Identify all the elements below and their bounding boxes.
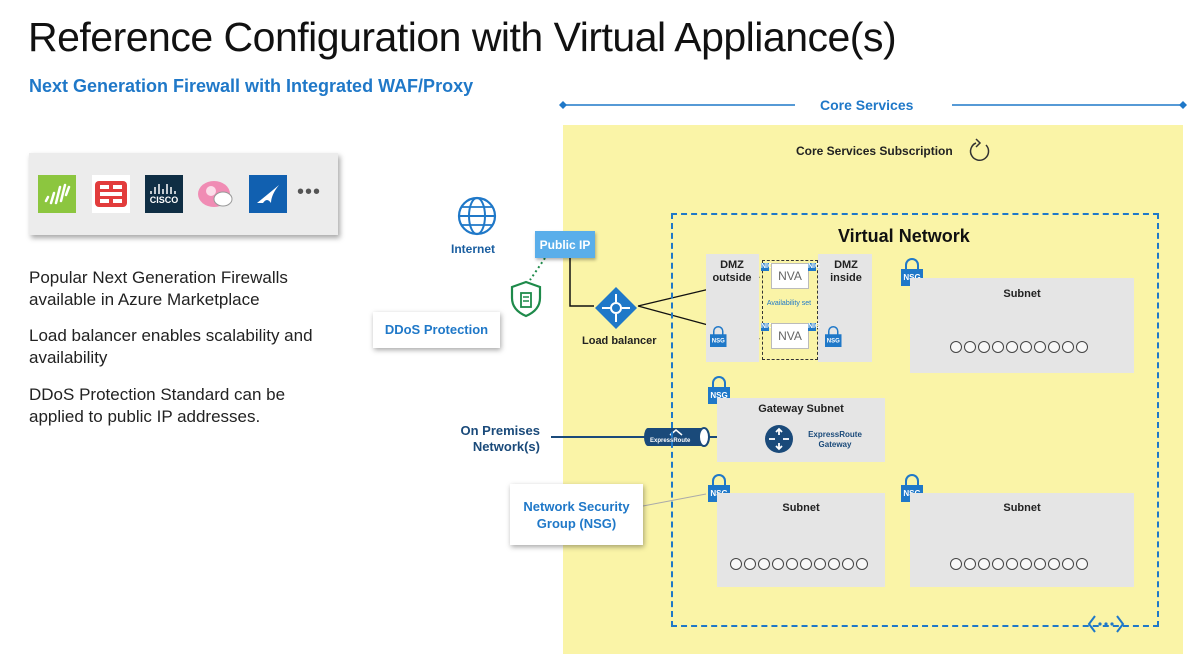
vm-dots-top-right [950, 341, 1088, 353]
nic-inside-1: NIC [808, 263, 821, 271]
description-load-balancer: Load balancer enables scalability and av… [29, 326, 313, 367]
subnet-bottom-right [910, 493, 1134, 587]
page-subtitle: Next Generation Firewall with Integrated… [29, 76, 474, 96]
gateway-subnet [717, 398, 885, 462]
vm-dots-bottom-left [730, 558, 868, 570]
description-firewalls: Popular Next Generation Firewalls availa… [29, 268, 288, 309]
ddos-shield-icon [510, 280, 542, 318]
nic-outside-1: NIC [761, 263, 774, 271]
nsg-callout: Network Security Group (NSG) [510, 484, 643, 545]
nsg-dmz-inside-icon: NSG [825, 326, 842, 349]
expressroute-circuit-label: ExpressRoute [650, 438, 691, 444]
virtual-network-boundary [671, 213, 1159, 627]
cisco-logo: CISCO [145, 175, 183, 213]
dmz-outside-label: DMZ outside [712, 259, 752, 284]
paloalto-logo [38, 175, 76, 213]
nsg-dmz-outside-icon: NSG [710, 326, 727, 349]
subnet-bottom-left-label: Subnet [782, 502, 820, 514]
nva-1: NVA [771, 263, 809, 289]
on-premises-label: On Premises Network(s) [460, 423, 541, 454]
vse-logo [197, 175, 235, 213]
nic-outside-2: NIC [761, 323, 774, 331]
ddos-protection-callout: DDoS Protection [373, 312, 500, 348]
fortinet-logo [92, 175, 130, 213]
availability-set-label: Availability set [766, 300, 812, 307]
expressroute-circuit-icon: ExpressRoute [644, 426, 710, 448]
public-ip-box: Public IP [535, 231, 595, 258]
subnet-top-right-label: Subnet [1003, 288, 1041, 300]
description-ddos: DDoS Protection Standard can be applied … [29, 385, 286, 426]
vm-dots-bottom-right [950, 558, 1088, 570]
availability-set-boundary [762, 260, 818, 360]
subnet-bottom-right-label: Subnet [1003, 502, 1041, 514]
more-icon: ••• [297, 181, 322, 203]
subscription-label: Core Services Subscription [796, 144, 953, 158]
expressroute-gateway-icon [764, 424, 794, 454]
virtual-network-title: Virtual Network [838, 226, 970, 246]
subnet-top-right [910, 278, 1134, 373]
load-balancer-label: Load balancer [582, 335, 657, 347]
subnet-bottom-left [717, 493, 885, 587]
nic-inside-2: NIC [808, 323, 821, 331]
barracuda-logo [249, 175, 287, 213]
internet-globe-icon [457, 196, 497, 236]
internet-label: Internet [451, 242, 496, 256]
gateway-subnet-label: Gateway Subnet [758, 403, 844, 415]
expressroute-gateway-label: ExpressRoute Gateway [808, 430, 862, 449]
cisco-text: CISCO [149, 195, 179, 205]
page-title: Reference Configuration with Virtual App… [28, 14, 897, 60]
load-balancer-icon [594, 286, 638, 330]
vendor-logos-panel: CISCO ••• [29, 153, 338, 235]
dmz-inside-label: DMZ inside [830, 259, 862, 284]
core-services-label: Core Services [820, 97, 914, 113]
nva-2: NVA [771, 323, 809, 349]
